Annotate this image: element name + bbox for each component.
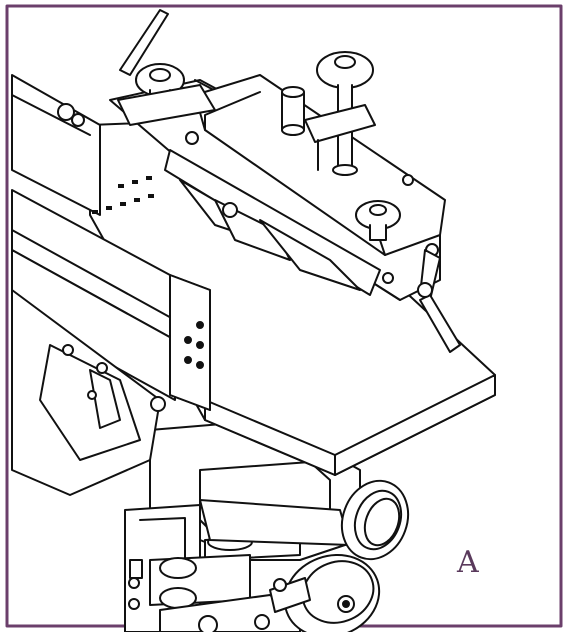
side-lever bbox=[417, 249, 461, 353]
fence bbox=[11, 189, 211, 411]
handwheel bbox=[269, 553, 381, 632]
post-cylinder bbox=[281, 86, 305, 136]
lock-knob-center bbox=[304, 51, 376, 176]
cutter-head bbox=[92, 79, 441, 301]
figure-label: A bbox=[457, 545, 479, 580]
upper-frame bbox=[11, 9, 169, 216]
lock-knob-right bbox=[355, 174, 414, 241]
lock-knob-left bbox=[117, 63, 216, 126]
slot-dots bbox=[92, 176, 154, 214]
dust-port bbox=[199, 479, 410, 561]
infeed-wing bbox=[11, 289, 166, 496]
